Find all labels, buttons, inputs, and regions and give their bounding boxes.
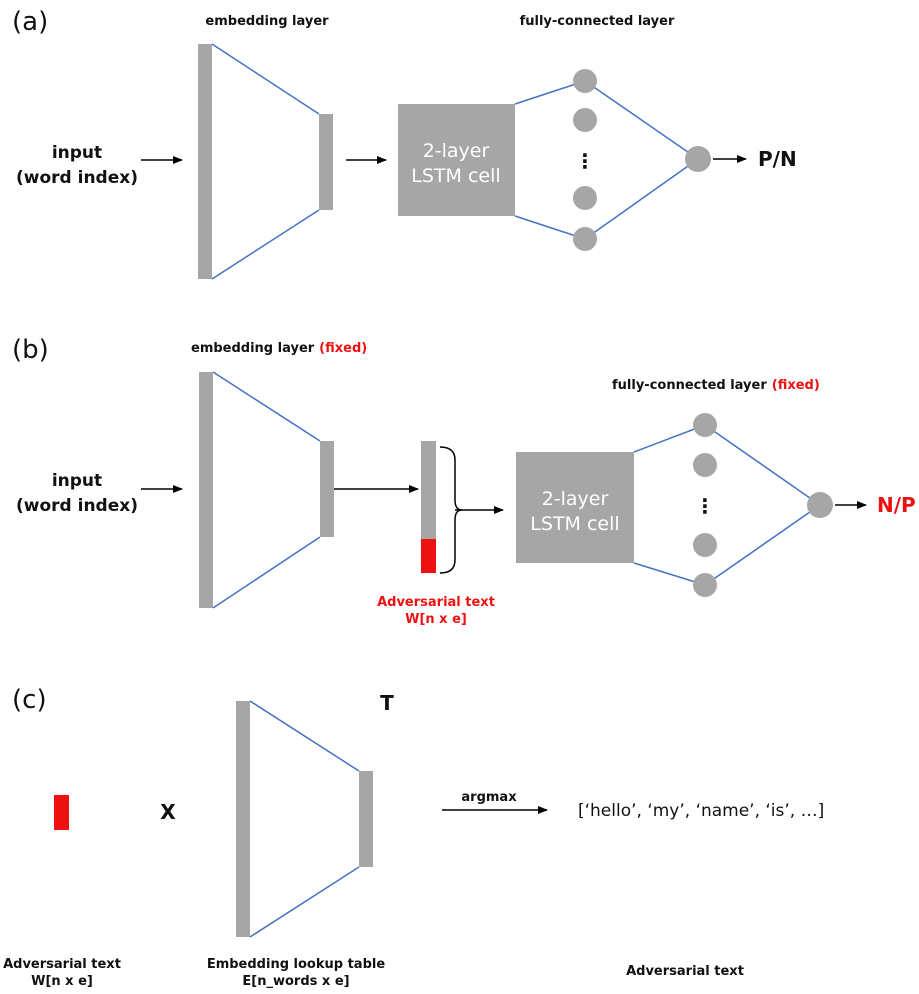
panel-b-output-label: N/P [877,493,916,517]
panel-c-adv-label-line2: W[n x e] [31,974,93,989]
panel-b-lstm-box [516,452,634,563]
panel-a-label: (a) [12,7,48,37]
panel-a-lstm-line1: 2-layer [423,140,490,162]
panel-a-fc-edge-out-bottom [584,158,699,240]
panel-b-embedding-title-text: embedding layer [191,341,315,356]
panel-c-label: (c) [12,685,47,715]
panel-c-argmax-label: argmax [461,790,517,805]
panel-c-adv-label-line1: Adversarial text [3,957,121,972]
panel-a-output-node [685,146,711,172]
panel-b-input-line1: input [52,471,102,491]
panel-b-fc-node-2 [693,453,717,477]
panel-b-fc-title: fully-connected layer (fixed) [612,378,820,393]
panel-a-fc-ellipsis: ⋮ [575,149,595,173]
panel-a-embedding-edge-bottom [211,209,320,280]
panel-b-fc-title-text: fully-connected layer [612,378,767,393]
panel-c-transpose-mark: T [380,691,394,715]
panel-b-fc-fixed: (fixed) [772,378,820,393]
panel-a-fc-edge-in-bottom [514,215,586,240]
panel-a-fc-node-3 [573,186,597,210]
panel-b-embedding-output-bar [320,441,334,537]
panel-a-embedding-edge-top [211,43,320,115]
panel-c-embedding-edge-bottom [249,866,360,938]
panel-c-adv-vector [54,795,69,830]
panel-b-label: (b) [12,335,49,365]
panel-b-adv-label-line1: Adversarial text [377,595,495,610]
panel-c-adv-output-label: Adversarial text [626,964,744,979]
panel-b-embedding-edge-top [212,371,321,442]
panel-a-input-line2: (word index) [16,168,138,188]
panel-b-embedding-title: embedding layer (fixed) [191,341,367,356]
panel-b-lstm-line1: 2-layer [542,488,609,510]
panel-c-emb-label-line1: Embedding lookup table [207,957,386,972]
panel-b-adv-vector-bar [421,441,436,540]
panel-a-embedding-input-bar [198,44,212,279]
panel-b-fc-ellipsis: ⋮ [695,494,715,518]
panel-b-fc-node-4 [693,573,717,597]
panel-b-fc-edge-out-top [704,424,821,506]
panel-c: (c) X T argmax [‘hello’, ‘my’, ‘name’, ‘… [3,685,824,989]
panel-a-input-line1: input [52,143,102,163]
panel-b-fc-node-3 [693,533,717,557]
panel-c-embedding-input-bar [236,701,250,937]
panel-b-output-node [807,492,833,518]
panel-a-embedding-output-bar [319,114,333,210]
panel-c-emb-label-line2: E[n_words x e] [242,974,349,989]
panel-a-lstm-box [398,104,515,216]
panel-b-fc-edge-out-bottom [704,504,821,586]
panel-a-output-label: P/N [758,147,797,171]
panel-a: (a) embedding layer fully-connected laye… [12,7,797,280]
panel-c-multiply-sign: X [160,800,176,824]
panel-a-lstm-line2: LSTM cell [411,165,500,187]
panel-b-adv-vector-highlight [421,539,436,573]
panel-b-fc-edge-in-bottom [633,562,706,586]
panel-b-embedding-edge-bottom [212,536,321,609]
panel-b: (b) embedding layer (fixed) fully-connect… [12,335,916,627]
panel-c-embedding-output-bar [359,771,373,867]
panel-a-fc-node-1 [573,69,597,93]
panel-c-result-words: [‘hello’, ‘my’, ‘name’, ‘is’, …] [578,801,824,821]
panel-c-embedding-edge-top [249,700,360,772]
panel-b-lstm-line2: LSTM cell [530,513,619,535]
panel-b-embedding-fixed: (fixed) [319,341,367,356]
panel-a-fc-edge-out-top [584,80,699,160]
panel-a-fc-node-2 [573,108,597,132]
panel-a-fc-title: fully-connected layer [520,14,675,29]
panel-b-adv-label-line2: W[n x e] [405,612,467,627]
panel-b-input-line2: (word index) [16,496,138,516]
panel-a-embedding-title: embedding layer [205,14,329,29]
panel-b-fc-node-1 [693,413,717,437]
panel-b-fc-edge-in-top [633,424,706,453]
panel-b-embedding-input-bar [199,372,213,608]
panel-a-fc-edge-in-top [514,80,586,105]
panel-a-fc-node-4 [573,227,597,251]
